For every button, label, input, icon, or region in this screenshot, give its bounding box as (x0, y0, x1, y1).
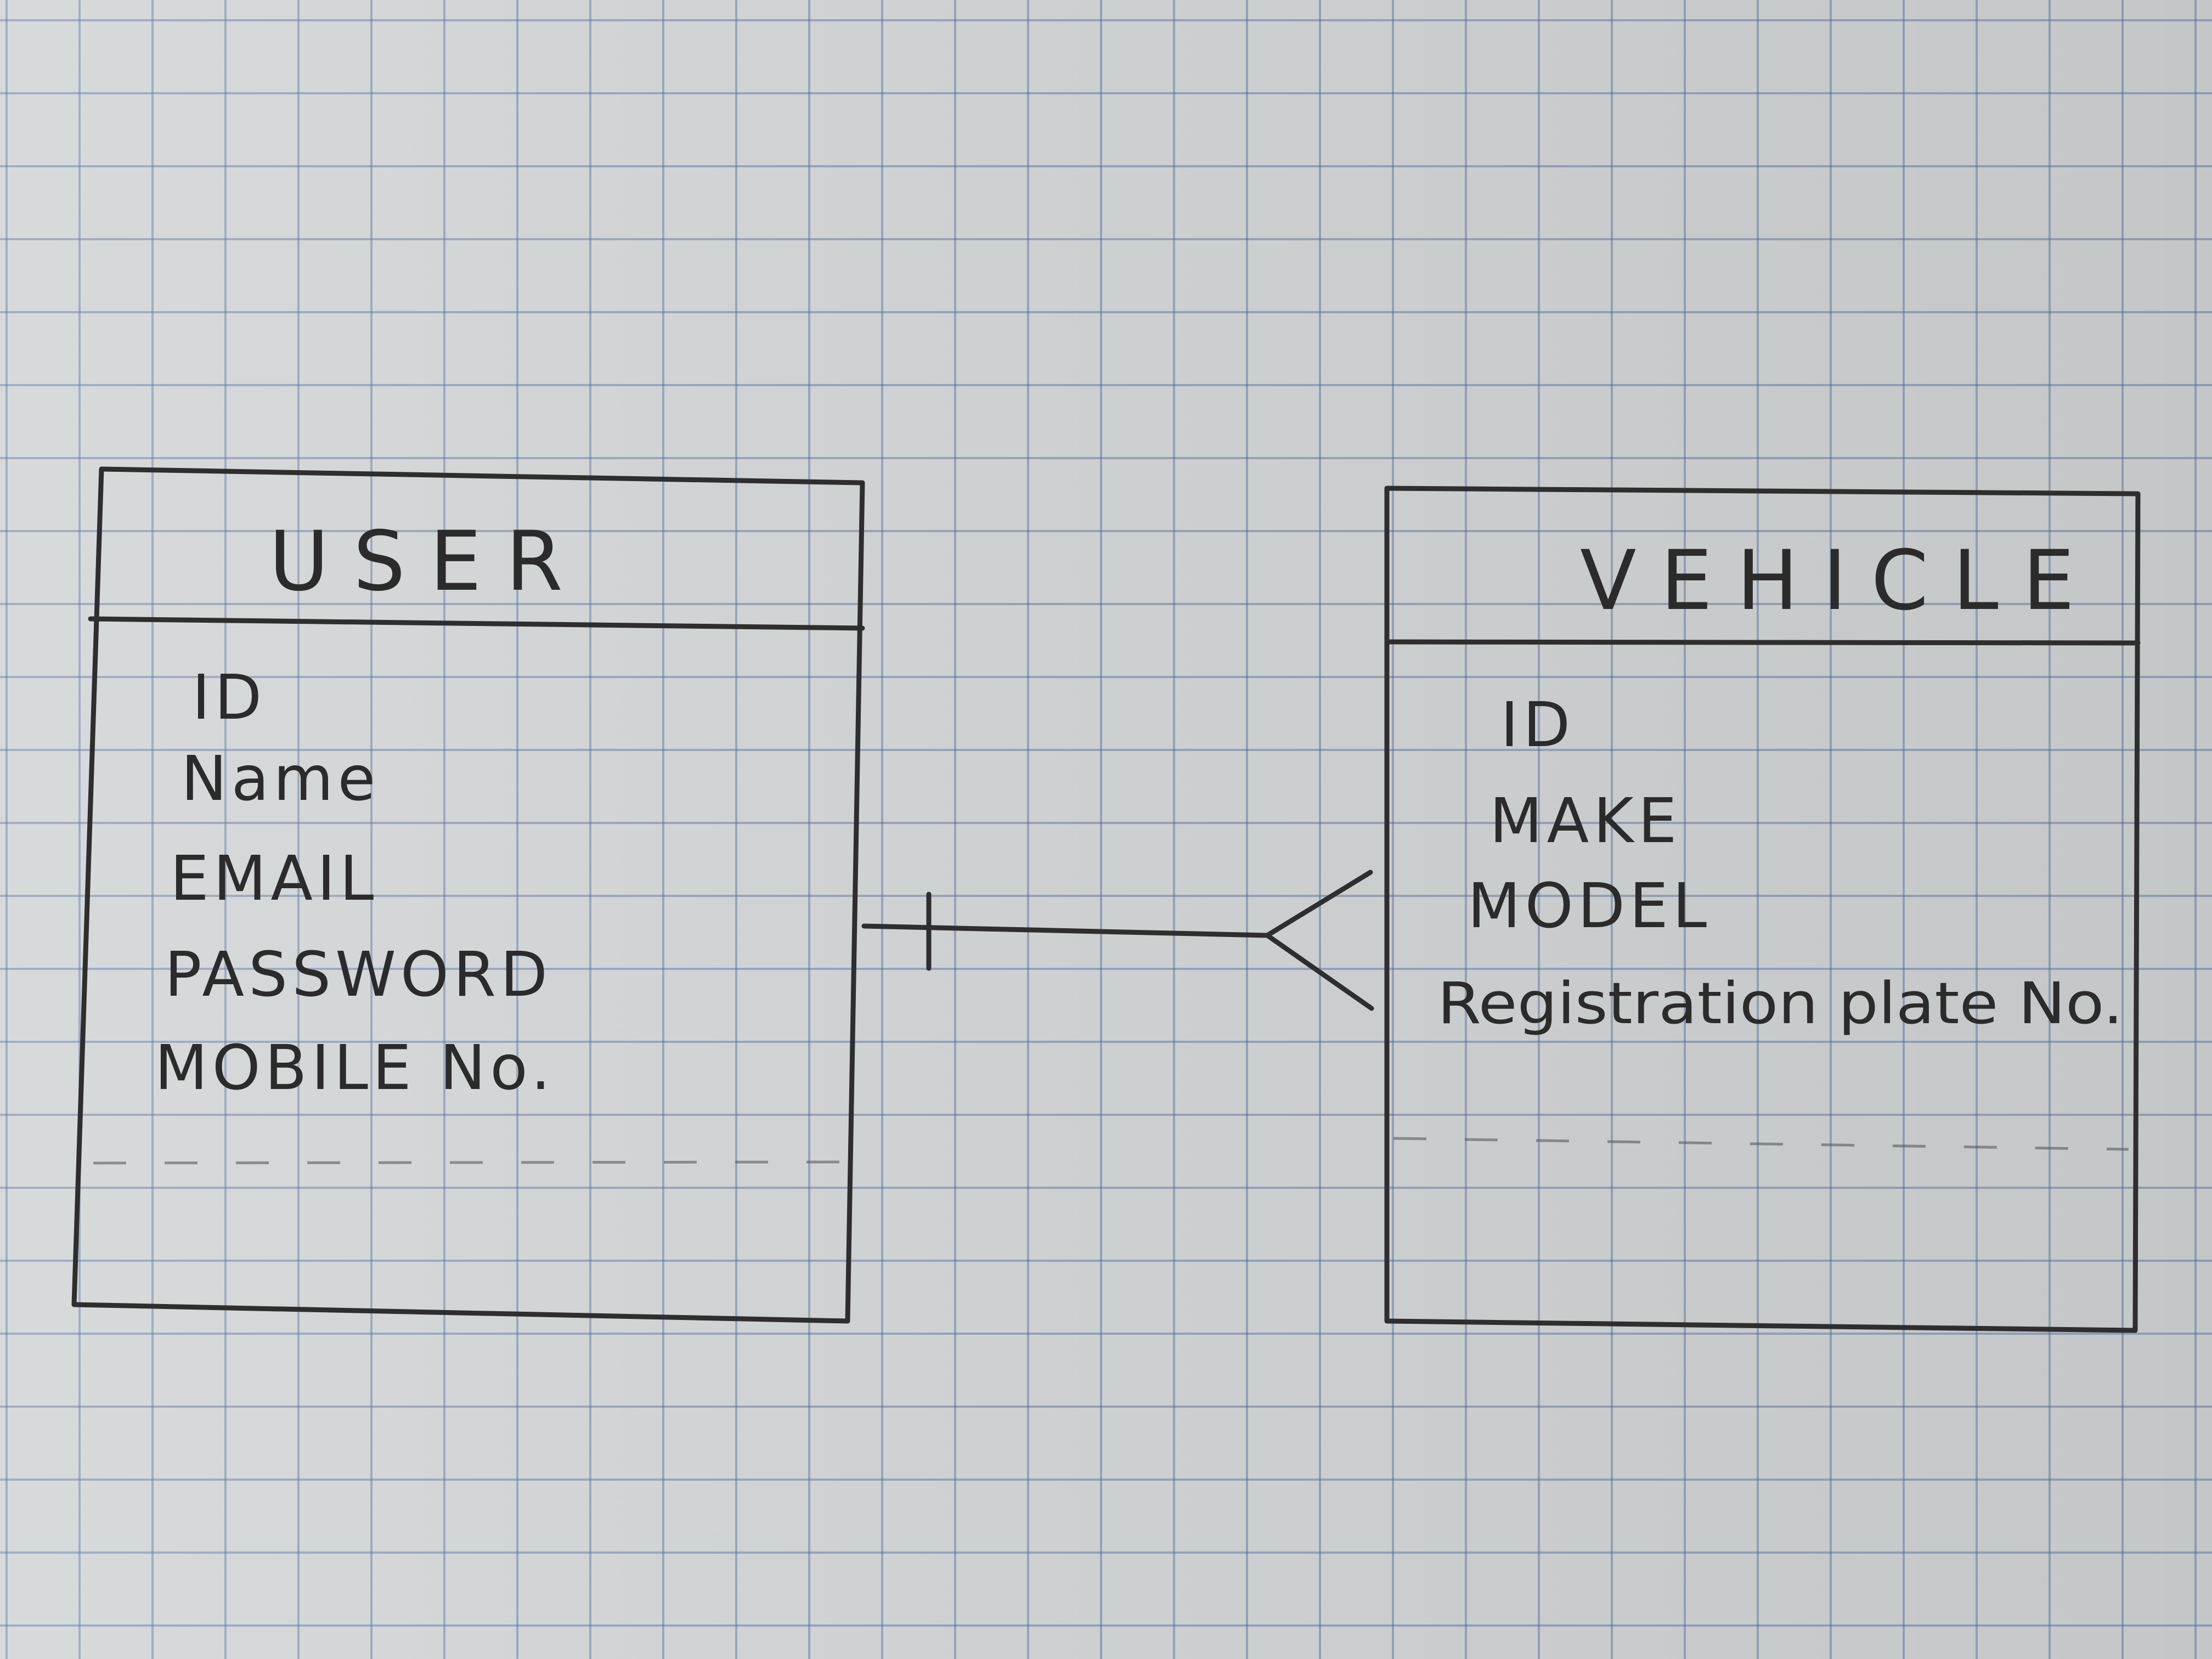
entity-vehicle-attr-model: MODEL (1468, 871, 1711, 942)
entity-vehicle-title: VEHICLE (1580, 533, 2099, 629)
entity-user-attr-email: EMAIL (170, 843, 378, 915)
entity-user-attr-name: Name (181, 743, 380, 815)
entity-user: USER ID Name EMAIL PASSWORD MOBILE No. (71, 466, 865, 1324)
entity-vehicle-attr-registration: Registration plate No. (1437, 970, 2123, 1037)
entity-vehicle-frame (1384, 486, 2141, 1333)
entity-vehicle-header-divider (1384, 639, 2141, 646)
entity-user-attr-password: PASSWORD (165, 939, 552, 1011)
entity-user-header-divider (88, 616, 865, 631)
entity-user-attr-mobile: MOBILE No. (155, 1032, 555, 1104)
relationship-line (861, 923, 1270, 938)
entity-vehicle-attr-make: MAKE (1489, 786, 1681, 857)
entity-vehicle-erased-divider (1393, 1137, 2129, 1151)
entity-user-erased-divider (93, 1160, 851, 1165)
entity-user-frame (71, 466, 865, 1324)
many-cardinality-crows-foot (1265, 870, 1374, 1011)
entity-user-attr-id: ID (192, 662, 266, 733)
entity-vehicle: VEHICLE ID MAKE MODEL Registration plate… (1384, 486, 2141, 1333)
entity-user-title: USER (269, 514, 587, 610)
entity-vehicle-attr-id: ID (1500, 690, 1575, 761)
relationship-user-vehicle (861, 870, 1374, 1011)
